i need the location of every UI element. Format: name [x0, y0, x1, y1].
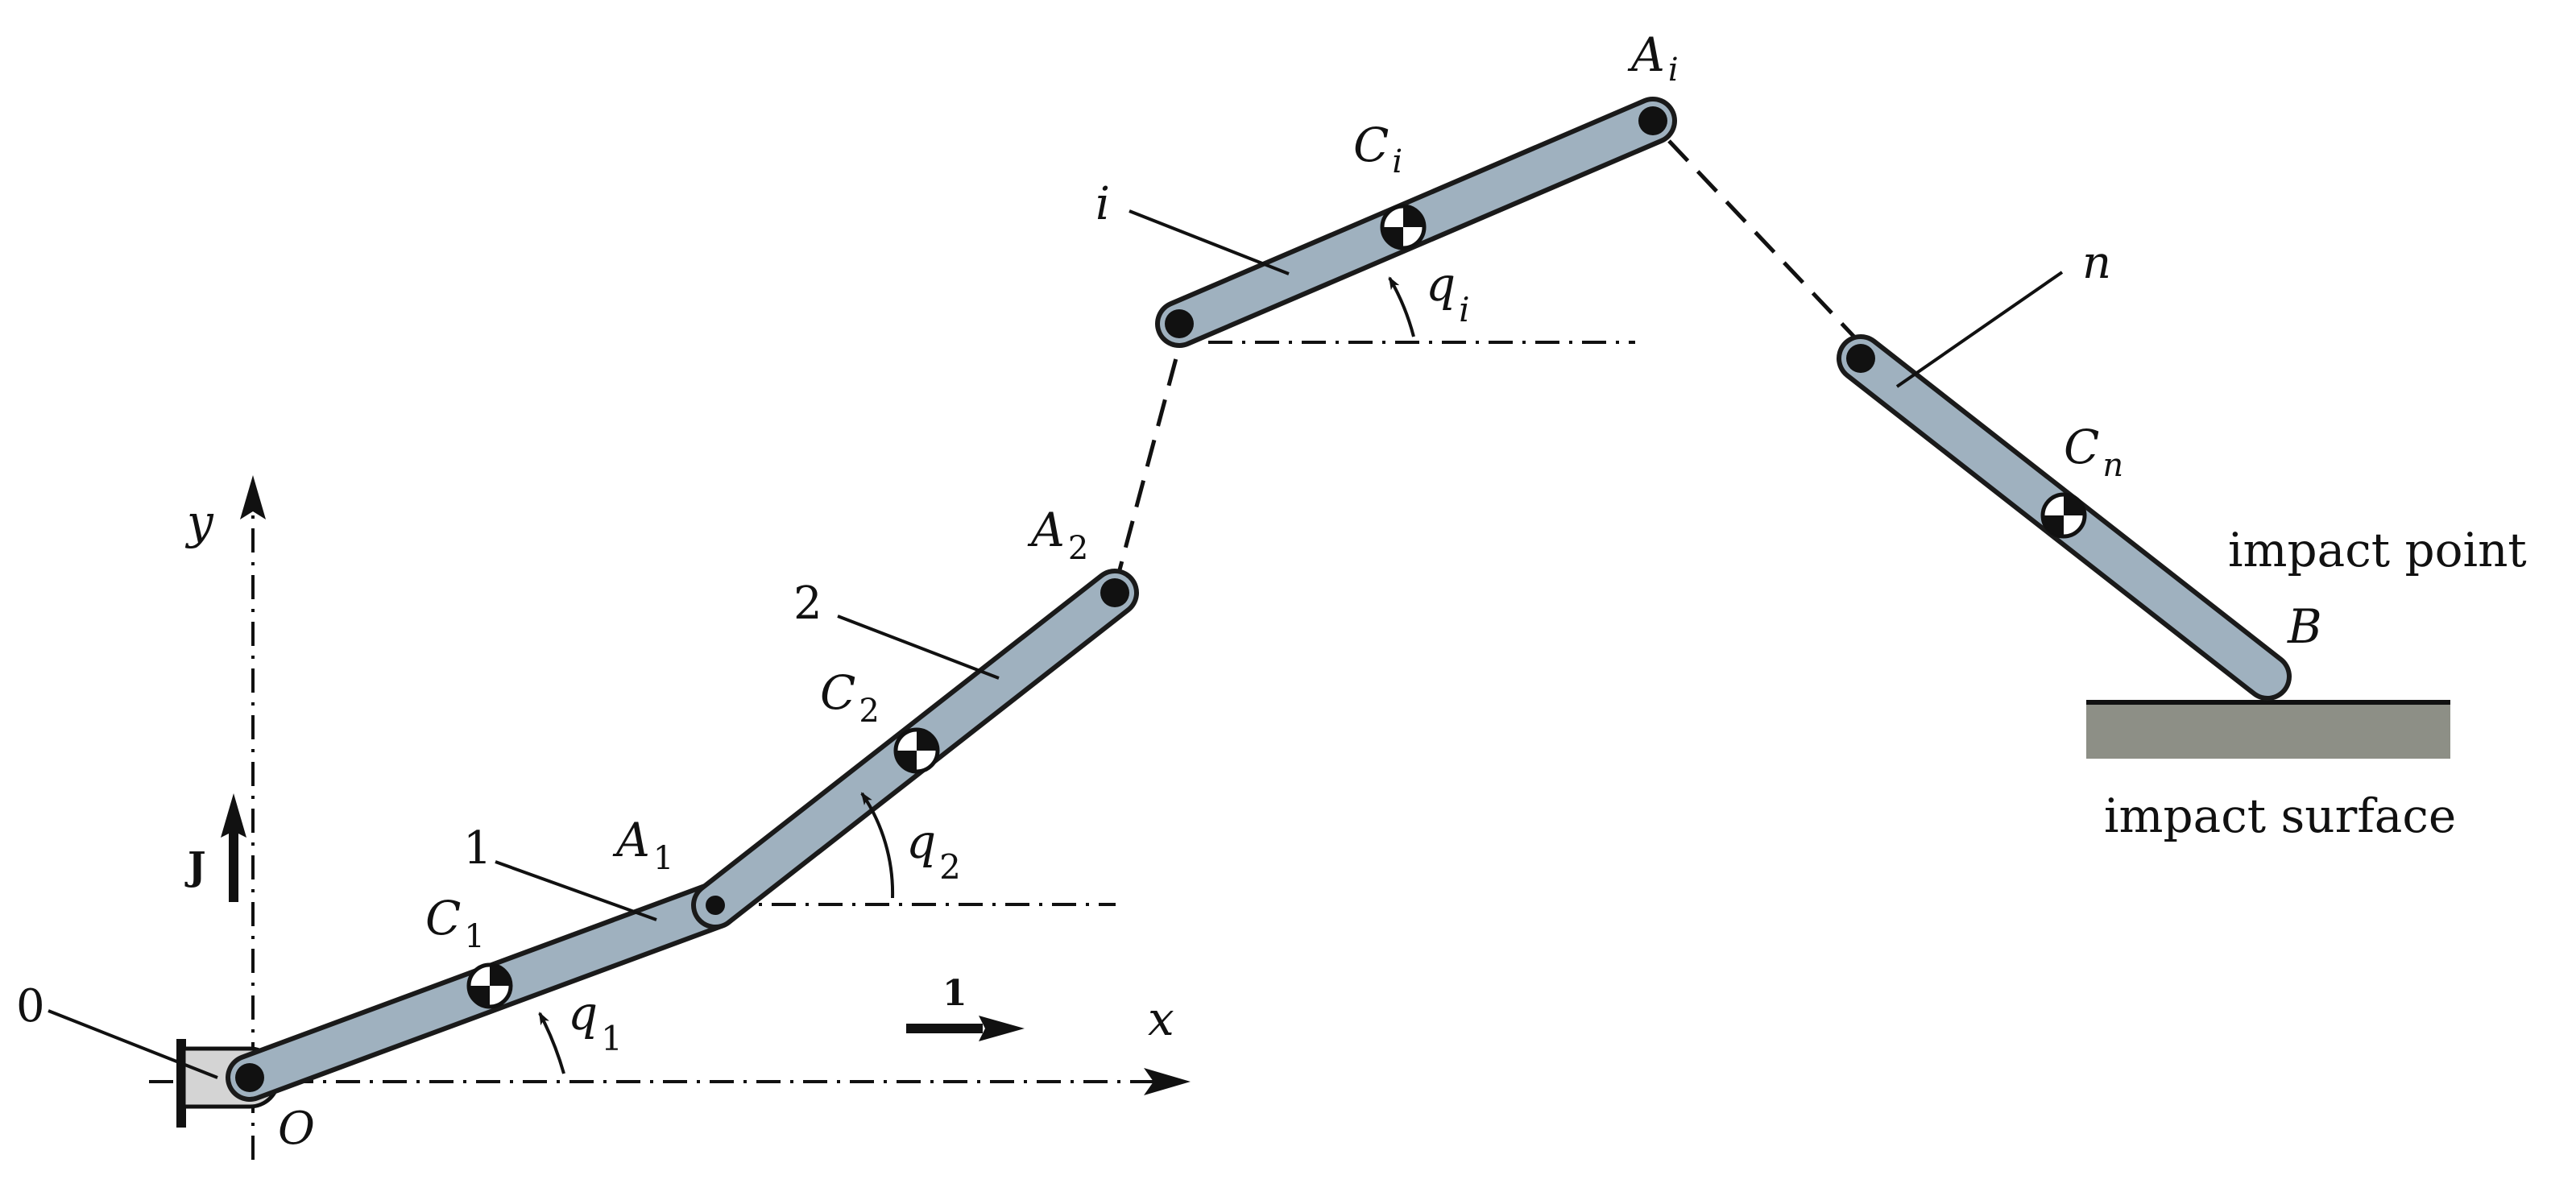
unit-vector-j-head	[221, 793, 246, 838]
label-impact-surface: impact surface	[2104, 788, 2456, 843]
label-x-axis: x	[1148, 991, 1174, 1046]
label-angle-qi: qi	[1426, 257, 1470, 329]
links	[226, 97, 2292, 1102]
label-link-i: i	[1095, 178, 1110, 230]
unit-vector-i-shaft	[906, 1024, 983, 1033]
x-axis-arrowhead	[1144, 1068, 1191, 1095]
unit-vectors	[221, 793, 1025, 1041]
y-axis-arrowhead	[240, 475, 266, 519]
angle-arc-q2	[860, 792, 895, 899]
label-impact-point: impact point	[2228, 523, 2527, 577]
angle-arc-q1	[538, 1012, 565, 1074]
joint-pin-a1	[706, 896, 725, 915]
reference-lines	[725, 341, 1635, 906]
label-unit-j: J	[184, 844, 206, 889]
com-marker-c2	[893, 727, 940, 774]
com-marker-ci	[1380, 204, 1427, 250]
joint-pin-a2	[1100, 578, 1129, 607]
angle-arc-qi	[1388, 276, 1415, 337]
joint-pin-link-n-start	[1846, 344, 1875, 373]
joint-pins	[235, 106, 1875, 1092]
label-unit-i: 1	[942, 973, 967, 1014]
angle-arcs	[538, 276, 1415, 1074]
leader-lines	[48, 209, 2064, 1079]
joint-pin-o	[235, 1063, 264, 1092]
impact-surface	[2086, 700, 2450, 759]
leader-link-2	[837, 615, 1000, 680]
unit-vector-j-shaft	[229, 830, 238, 902]
label-origin-o: O	[278, 1103, 315, 1155]
leader-base-0	[48, 1009, 218, 1079]
leader-link-n	[1895, 271, 2064, 388]
label-point-b: B	[2287, 599, 2322, 654]
impact-surface-block	[2086, 702, 2450, 759]
leader-link-1	[495, 860, 657, 921]
joint-pin-link-i-start	[1165, 309, 1194, 338]
unit-vector-i-head	[979, 1016, 1025, 1041]
connector-a2-to-link-i	[1112, 333, 1185, 589]
label-angle-q2: q2	[906, 814, 961, 887]
label-link-1: 1	[463, 822, 492, 875]
com-marker-cn	[2040, 492, 2087, 539]
com-marker-c1	[466, 962, 513, 1009]
label-y-axis: y	[184, 495, 214, 549]
joint-pin-ai	[1638, 106, 1667, 135]
label-base-0: 0	[16, 980, 45, 1033]
label-link-2: 2	[793, 577, 822, 630]
com-markers	[466, 204, 2087, 1009]
connector-ai-to-link-n	[1667, 139, 1866, 350]
leader-link-i	[1129, 209, 1290, 275]
omitted-link-connectors	[1112, 139, 1866, 589]
label-angle-q1: q1	[568, 986, 623, 1058]
label-link-n: n	[2082, 237, 2111, 289]
